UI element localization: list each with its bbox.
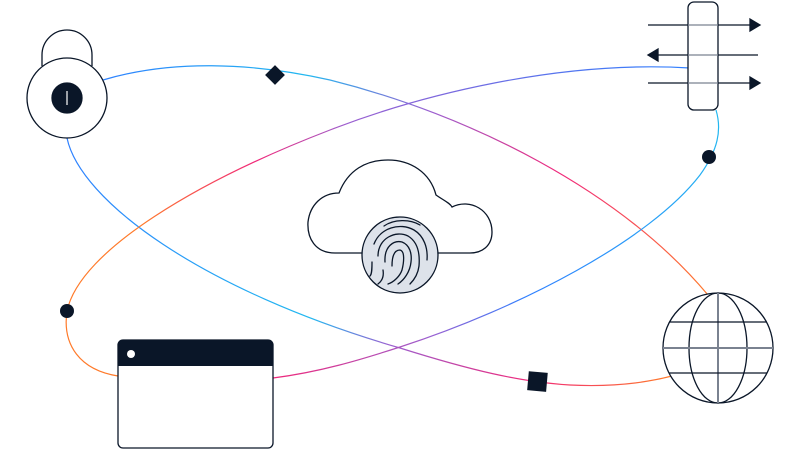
orbit-line-2: [66, 137, 673, 387]
orbit-line-1: [102, 65, 709, 296]
square-marker: [527, 371, 548, 392]
cloud-icon: [307, 159, 493, 254]
browser-window-icon: [117, 339, 274, 449]
diamond-marker: [265, 65, 285, 85]
fingerprint-icon: [361, 216, 439, 294]
router-icon: [646, 1, 762, 111]
dot-marker: [60, 304, 74, 318]
dot-marker: [702, 150, 716, 164]
orbit-line-3: [65, 66, 691, 377]
cloud-fingerprint-icon: [307, 159, 493, 294]
padlock-icon: [26, 29, 108, 139]
globe-icon: [662, 292, 774, 404]
